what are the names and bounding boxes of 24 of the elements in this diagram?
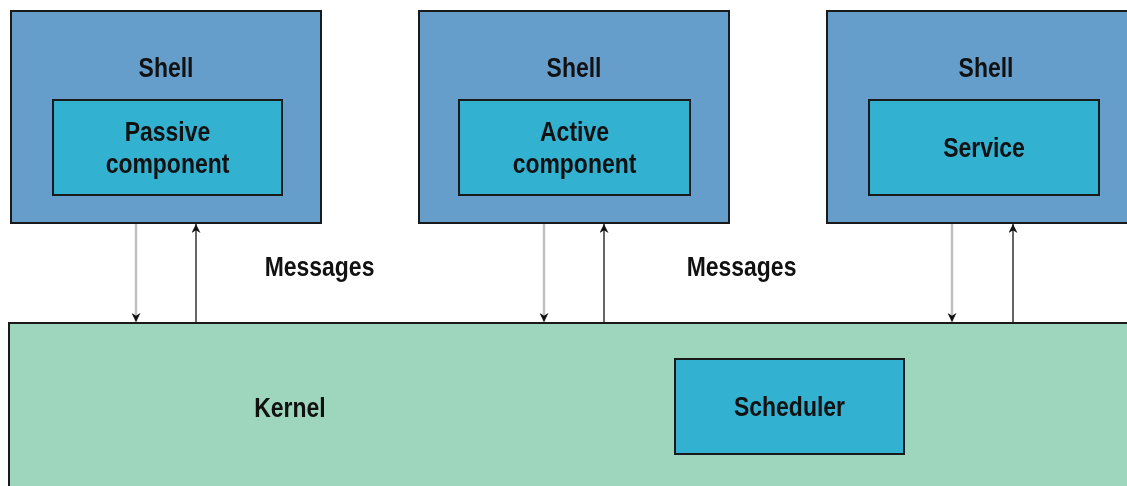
component-box [674, 358, 905, 455]
flow-label: Messages [686, 252, 797, 283]
arrow [191, 223, 201, 323]
shell-box [826, 10, 1127, 224]
kernel-band [8, 322, 1127, 486]
arrow [539, 224, 549, 322]
shell-label: Shell [545, 52, 603, 84]
component-label: Active component [511, 115, 638, 180]
shell-label: Shell [957, 52, 1015, 84]
flow-label: Messages [264, 252, 375, 283]
component-box [458, 99, 691, 196]
arrow [1008, 223, 1018, 323]
component-label: Scheduler [733, 390, 846, 423]
shell-box [10, 10, 322, 224]
component-box [868, 99, 1100, 196]
arrow [947, 224, 957, 322]
component-box [52, 99, 283, 196]
component-label: Passive component [104, 115, 231, 180]
kernel-label: Kernel [253, 392, 327, 424]
arrow [131, 224, 141, 322]
shell-box [418, 10, 730, 224]
arrow [599, 223, 609, 323]
shell-label: Shell [137, 52, 195, 84]
component-label: Service [942, 131, 1026, 164]
